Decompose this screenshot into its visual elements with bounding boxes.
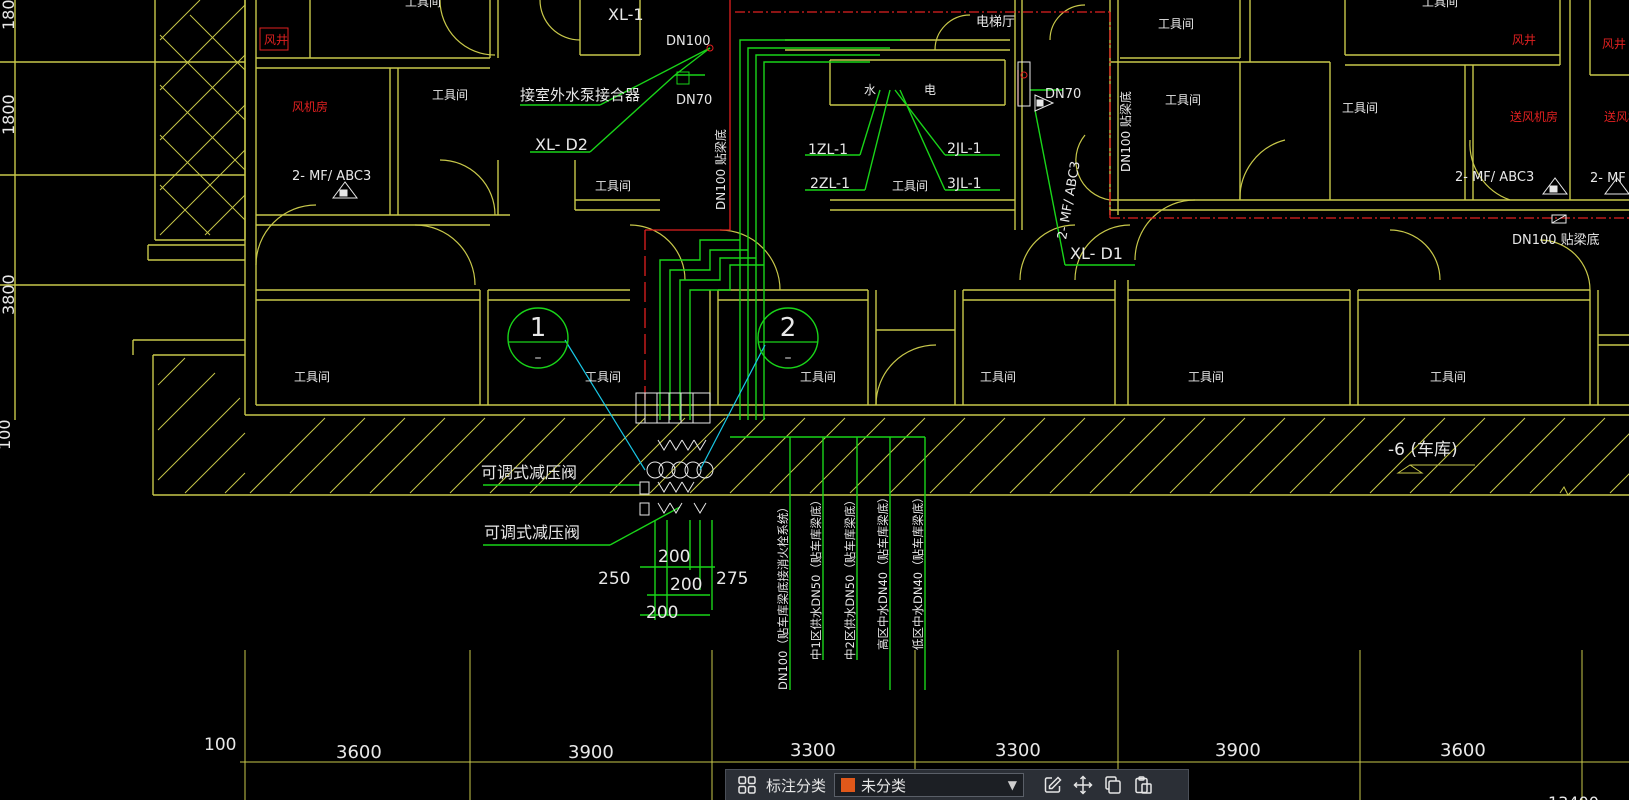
label-dn100-vertical: DN100 贴梁底 (713, 129, 728, 210)
room-tool-11: 工具间 (800, 370, 836, 384)
dim-top-left: 100 (204, 735, 236, 755)
bay-dim-1: 3600 (336, 742, 382, 763)
label-extinguisher-partial: 2- MF (1590, 171, 1626, 186)
label-zl1: 1ZL-1 (808, 142, 848, 158)
room-tool-6: 工具间 (1165, 93, 1201, 107)
valve-cluster (635, 392, 714, 516)
detail-marker-2[interactable]: 2 – (757, 307, 819, 369)
left-dim-4: 100 (0, 419, 14, 450)
detail-marker-1[interactable]: 1 – (507, 307, 569, 369)
paste-icon[interactable] (1128, 772, 1158, 798)
room-tool-3: 工具间 (595, 179, 631, 193)
bottom-right-partial: 13400 (1548, 793, 1599, 800)
move-icon[interactable] (1068, 772, 1098, 798)
room-fan-shaft-far-right: 风井 (1602, 37, 1626, 51)
bay-dim-2: 3900 (568, 742, 614, 763)
label-xld2: XL- D2 (535, 135, 588, 154)
detail-marker-2-number: 2 (780, 313, 797, 343)
note-pipe-2: 中1区供水DN50（贴车库梁底） (809, 494, 823, 660)
label-dn70-right: DN70 (1045, 87, 1081, 102)
room-tool-1: 工具间 (405, 0, 441, 9)
room-tool-5: 工具间 (1158, 17, 1194, 31)
bay-dim-6: 3600 (1440, 740, 1486, 761)
detail-leaders (564, 339, 766, 471)
label-power: 电 (924, 83, 936, 97)
bay-dim-3: 3300 (790, 740, 836, 761)
pipe-routes (483, 39, 1135, 690)
wall-lines (0, 0, 1629, 496)
label-water: 水 (864, 83, 876, 97)
note-pipe-5: 低区中水DN40（贴车库梁底） (911, 491, 925, 650)
room-tool-10: 工具间 (585, 370, 621, 384)
label-elevator-hall: 电梯厅 (976, 15, 1015, 30)
category-swatch (841, 778, 856, 792)
detail-marker-1-sub: – (535, 350, 542, 366)
label-zl2: 2ZL-1 (810, 176, 850, 192)
dim-250: 250 (598, 569, 630, 589)
room-fan-shaft-right: 风井 (1512, 33, 1536, 47)
note-pipe-1: DN100（贴车库梁底接消火栓系统） (776, 501, 790, 690)
detail-marker-2-sub: – (785, 350, 792, 366)
label-xl1: XL-1 (608, 5, 644, 24)
label-jl3: 3JL-1 (947, 176, 982, 192)
label-valve-2: 可调式减压阀 (484, 523, 580, 542)
copy-icon[interactable] (1098, 772, 1128, 798)
label-extinguisher-right: 2- MF/ ABC3 (1455, 170, 1534, 185)
label-xld1: XL- D1 (1070, 244, 1123, 263)
door-swings (255, 0, 1591, 406)
edit-icon[interactable] (1038, 772, 1068, 798)
grid-icon[interactable] (732, 772, 762, 798)
annotation-toolbar: 标注分类 未分类 ▼ (725, 769, 1189, 800)
left-dim-3: 3800 (0, 274, 18, 315)
hatch-patterns (157, 0, 246, 494)
room-fan-shaft-left: 风井 (264, 33, 288, 47)
room-tool-9: 工具间 (294, 370, 330, 384)
room-tool-7: 工具间 (1342, 101, 1378, 115)
category-label: 标注分类 (766, 776, 827, 795)
label-dn100-far-right: DN100 贴梁底 (1512, 232, 1600, 248)
label-dn100-top: DN100 (666, 34, 711, 49)
category-value: 未分类 (861, 776, 907, 795)
label-connector: 接室外水泵接合器 (520, 86, 640, 104)
label-extinguisher-vertical: 2- MF/ ABC3 (1055, 160, 1084, 241)
dimension-lines (240, 464, 1629, 800)
room-tool-14: 工具间 (1430, 370, 1466, 384)
left-dim-1: 180 (0, 0, 18, 30)
label-dn100-right-vertical: DN100 贴梁底 (1118, 91, 1133, 172)
room-tool-12: 工具间 (980, 370, 1016, 384)
red-label-box (259, 27, 289, 51)
label-extinguisher-left: 2- MF/ ABC3 (292, 169, 371, 184)
bay-dim-5: 3900 (1215, 740, 1261, 761)
dim-200-a: 200 (658, 547, 690, 567)
room-tool-2: 工具间 (432, 88, 468, 102)
level-mark: -6 (车库) (1388, 440, 1458, 460)
note-pipe-3: 中2区供水DN50（贴车库梁底） (843, 494, 857, 660)
label-dn70-left: DN70 (676, 93, 712, 108)
room-tool-8: 工具间 (1422, 0, 1458, 9)
extinguisher-icon (332, 44, 1629, 224)
room-supply-fan: 送风机房 (1510, 109, 1558, 124)
dim-200-c: 200 (646, 603, 678, 623)
detail-marker-1-number: 1 (530, 313, 547, 343)
room-fan: 风机房 (292, 99, 328, 114)
chevron-down-icon: ▼ (1007, 778, 1018, 792)
note-pipe-4: 高区中水DN40（贴车库梁底） (876, 491, 890, 650)
room-tool-13: 工具间 (1188, 370, 1224, 384)
left-dim-2: 1800 (0, 94, 18, 135)
dim-275: 275 (716, 569, 748, 589)
room-tool-4: 工具间 (892, 179, 928, 193)
label-jl2: 2JL-1 (947, 141, 982, 157)
room-supply-fan-partial: 送风机 (1604, 109, 1629, 124)
label-valve-1: 可调式减压阀 (481, 463, 577, 482)
category-select[interactable]: 未分类 ▼ (834, 773, 1025, 797)
dim-200-b: 200 (670, 575, 702, 595)
bay-dim-4: 3300 (995, 740, 1041, 761)
hatch-strip-lines (249, 417, 1629, 494)
